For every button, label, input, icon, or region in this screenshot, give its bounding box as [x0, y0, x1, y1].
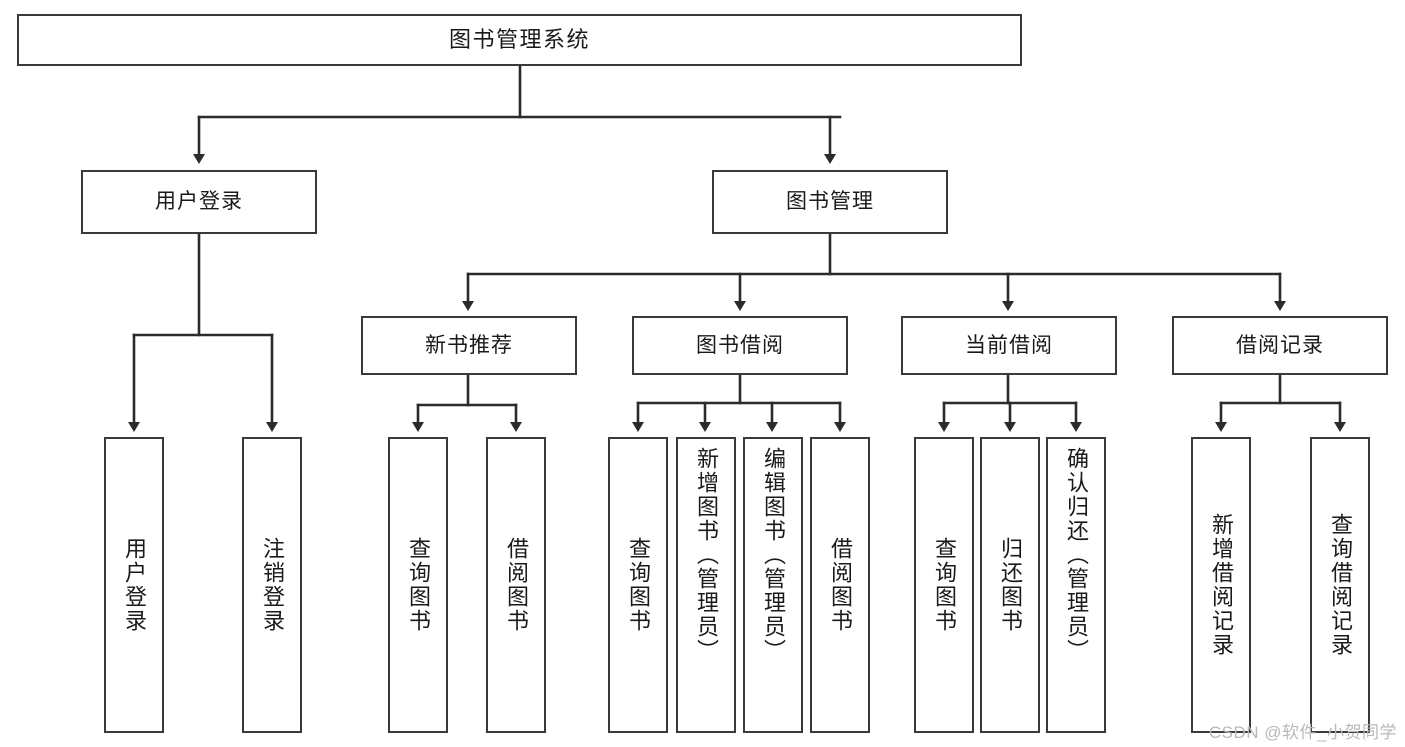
- node-leaf-query-borrow-record[interactable]: 查询借阅记录: [1310, 437, 1370, 733]
- node-label: 查询图书: [406, 537, 431, 633]
- node-label: 新增图书（管理员）: [694, 447, 719, 663]
- node-leaf-borrow-book-recommend[interactable]: 借阅图书: [486, 437, 546, 733]
- node-label: 查询图书: [626, 537, 651, 633]
- node-leaf-query-book-recommend[interactable]: 查询图书: [388, 437, 448, 733]
- node-label: 编辑图书（管理员）: [761, 447, 786, 663]
- node-leaf-borrow-book[interactable]: 借阅图书: [810, 437, 870, 733]
- node-label: 用户登录: [122, 537, 147, 633]
- node-leaf-edit-book-admin[interactable]: 编辑图书（管理员）: [743, 437, 803, 733]
- node-book-management[interactable]: 图书管理: [712, 170, 948, 234]
- node-leaf-confirm-return-admin[interactable]: 确认归还（管理员）: [1046, 437, 1106, 733]
- node-leaf-user-login[interactable]: 用户登录: [104, 437, 164, 733]
- node-label: 当前借阅: [965, 333, 1053, 357]
- node-leaf-return-book[interactable]: 归还图书: [980, 437, 1040, 733]
- node-label: 注销登录: [260, 537, 285, 633]
- node-book-borrowing[interactable]: 图书借阅: [632, 316, 848, 375]
- node-label: 借阅图书: [828, 537, 853, 633]
- node-label: 图书管理: [786, 190, 874, 214]
- node-label: 图书借阅: [696, 333, 784, 357]
- node-label: 图书管理系统: [448, 26, 590, 52]
- node-label: 确认归还（管理员）: [1064, 447, 1089, 663]
- node-label: 新增借阅记录: [1209, 513, 1234, 657]
- node-label: 归还图书: [998, 537, 1023, 633]
- node-root-book-management-system[interactable]: 图书管理系统: [17, 14, 1022, 66]
- node-label: 新书推荐: [425, 333, 513, 357]
- node-leaf-add-borrow-record[interactable]: 新增借阅记录: [1191, 437, 1251, 733]
- node-leaf-query-book-borrow[interactable]: 查询图书: [608, 437, 668, 733]
- node-new-book-recommendation[interactable]: 新书推荐: [361, 316, 577, 375]
- node-label: 查询借阅记录: [1328, 513, 1353, 657]
- node-current-borrowing[interactable]: 当前借阅: [901, 316, 1117, 375]
- node-leaf-add-book-admin[interactable]: 新增图书（管理员）: [676, 437, 736, 733]
- node-label: 用户登录: [155, 190, 243, 214]
- node-label: 借阅记录: [1236, 333, 1324, 357]
- node-borrowing-records[interactable]: 借阅记录: [1172, 316, 1388, 375]
- node-leaf-query-book-current[interactable]: 查询图书: [914, 437, 974, 733]
- node-label: 借阅图书: [504, 537, 529, 633]
- node-label: 查询图书: [932, 537, 957, 633]
- node-leaf-logout[interactable]: 注销登录: [242, 437, 302, 733]
- node-user-login[interactable]: 用户登录: [81, 170, 317, 234]
- csdn-watermark: CSDN @软件_小贺同学: [1208, 723, 1397, 742]
